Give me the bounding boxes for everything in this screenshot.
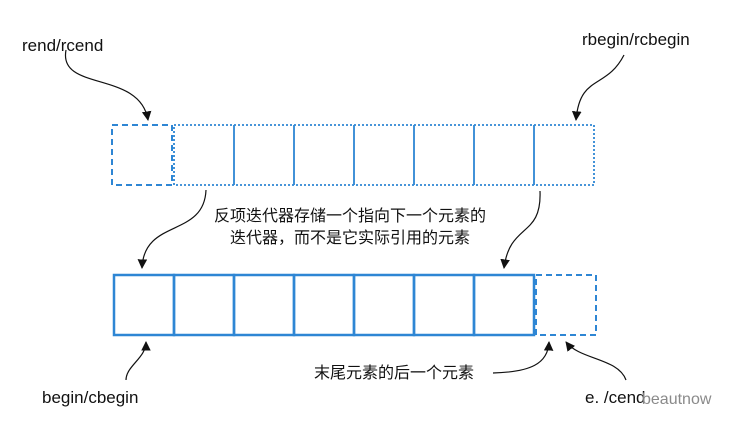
reverse-cell [233,124,295,186]
watermark: beautnow [642,392,711,408]
end-arrow [565,341,627,381]
forward-iterator-row [112,273,597,337]
forward-cell [292,273,356,337]
end-label: e. /cend [585,388,646,407]
reverse-cell [173,124,235,186]
rend-arrow [65,49,152,121]
reverse-iterator-row [111,124,595,186]
past-the-end-arrow [492,341,554,374]
forward-cell [172,273,236,337]
rbegin-label: rbegin/rcbegin [582,30,690,49]
rend-label: rend/rcend [22,36,104,55]
watermark-text: beautnow [642,391,712,408]
reverse-cell [353,124,415,186]
forward-cell [352,273,416,337]
rend-to-begin-arrow [137,189,207,269]
rbegin-cell [533,124,595,186]
reverse-iterator-note: 反项迭代器存储一个指向下一个元素的 迭代器，而不是它实际引用的元素 [214,205,486,248]
reverse-cell [413,124,475,186]
forward-cell [412,273,476,337]
rbegin-arrow [571,54,625,121]
begin-cell [112,273,176,337]
rbegin-to-last-arrow [500,190,541,269]
forward-cell [232,273,296,337]
begin-arrow [125,341,151,381]
begin-label: begin/cbegin [42,388,139,407]
reverse-iterator-note-line-2: 迭代器，而不是它实际引用的元素 [230,227,471,247]
reverse-iterator-note-line-1: 反项迭代器存储一个指向下一个元素的 [214,206,487,225]
reverse-cell [293,124,355,186]
past-the-end-note: 末尾元素的后一个元素 [314,363,475,382]
last-element-cell [472,273,536,337]
end-cell [535,274,597,336]
reverse-cell [473,124,535,186]
rend-cell [111,124,173,186]
